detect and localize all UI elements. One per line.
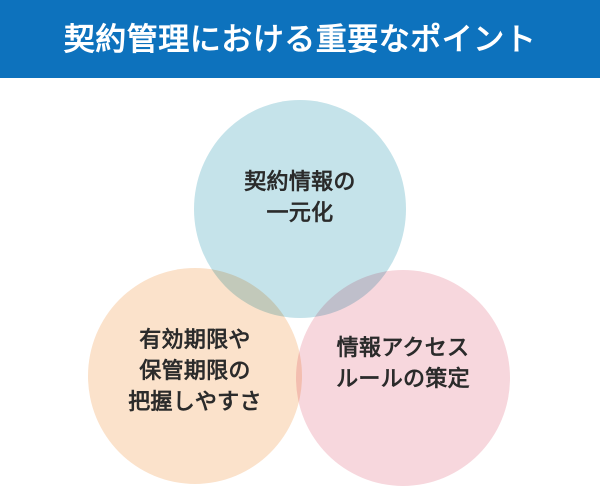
header-bar: 契約管理における重要なポイント <box>0 0 600 78</box>
venn-circle-bottom-left <box>88 268 302 484</box>
venn-diagram: 契約情報の 一元化 有効期限や 保管期限の 把握しやすさ 情報アクセス ルールの… <box>0 78 600 500</box>
venn-circle-bottom-right <box>296 270 510 486</box>
venn-circle-layer <box>0 78 600 500</box>
page-title: 契約管理における重要なポイント <box>63 21 537 57</box>
